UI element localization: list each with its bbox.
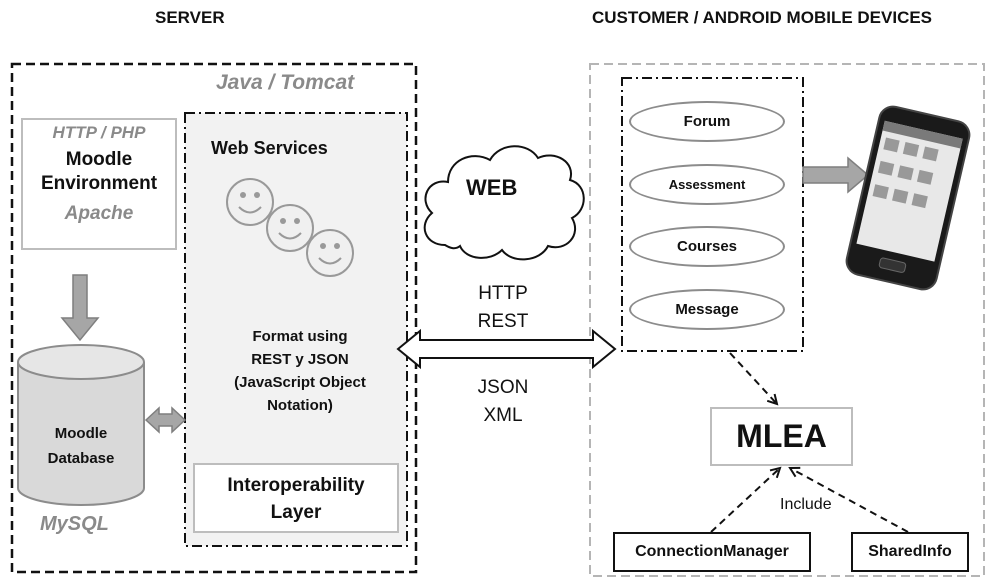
- interop-line2: Layer: [270, 502, 322, 523]
- module-courses: Courses: [629, 226, 785, 267]
- shared-to-mlea-arrow: [790, 468, 909, 533]
- protocol-label: JSON: [477, 377, 529, 398]
- format-description: Format using REST y JSON (JavaScript Obj…: [200, 325, 400, 417]
- env-title-line1: Moodle: [65, 149, 133, 170]
- database-line1: Moodle: [54, 425, 108, 442]
- moodle-environment-box: HTTP / PHP Moodle Environment Apache: [21, 118, 177, 250]
- web-services-title: Web Services: [211, 138, 328, 158]
- shared-info-box: SharedInfo: [851, 532, 969, 572]
- format-line: REST y JSON: [251, 351, 349, 368]
- format-line: (JavaScript Object: [234, 374, 366, 391]
- smiley-icon: [306, 229, 354, 277]
- rest-double-arrow: [396, 328, 617, 370]
- connection-manager-box: ConnectionManager: [613, 532, 811, 572]
- web-cloud: [423, 145, 585, 261]
- env-protocol: HTTP / PHP: [52, 123, 146, 142]
- protocol-label: XML: [483, 405, 523, 426]
- modules-to-mlea-arrow: [729, 352, 777, 404]
- cloud-label: WEB: [466, 175, 518, 200]
- interop-line1: Interoperability: [227, 475, 365, 496]
- modules-to-phone-arrow: [802, 156, 870, 194]
- protocol-label: HTTP: [478, 283, 528, 304]
- mlea-box: MLEA: [710, 407, 853, 466]
- database-cylinder: [17, 344, 145, 506]
- env-title-line2: Environment: [40, 173, 158, 194]
- protocols-bottom: JSON XML: [455, 374, 551, 430]
- db-webservice-arrow: [144, 406, 187, 434]
- env-to-db-arrow: [60, 274, 100, 342]
- database-label: Moodle Database: [28, 421, 134, 471]
- connection-to-mlea-arrow: [710, 468, 780, 533]
- client-container: [589, 63, 985, 577]
- module-message: Message: [629, 289, 785, 330]
- protocol-label: REST: [477, 311, 529, 332]
- database-line2: Database: [47, 450, 115, 467]
- customer-heading: CUSTOMER / ANDROID MOBILE DEVICES: [592, 8, 933, 27]
- smiley-icon: [226, 178, 274, 226]
- format-line: Notation): [267, 397, 333, 414]
- server-container: [10, 62, 418, 574]
- include-label: Include: [780, 496, 832, 513]
- database-engine: MySQL: [40, 513, 109, 535]
- container-label: Java / Tomcat: [216, 71, 355, 94]
- env-server-name: Apache: [64, 203, 134, 224]
- protocols-top: HTTP REST: [455, 280, 551, 336]
- phone-icon: [845, 105, 971, 291]
- server-heading: SERVER: [155, 8, 225, 27]
- module-assessment: Assessment: [629, 164, 785, 205]
- interoperability-layer: Interoperability Layer: [193, 463, 399, 533]
- format-line: Format using: [252, 328, 348, 345]
- module-forum: Forum: [629, 101, 785, 142]
- smiley-icon: [266, 204, 314, 252]
